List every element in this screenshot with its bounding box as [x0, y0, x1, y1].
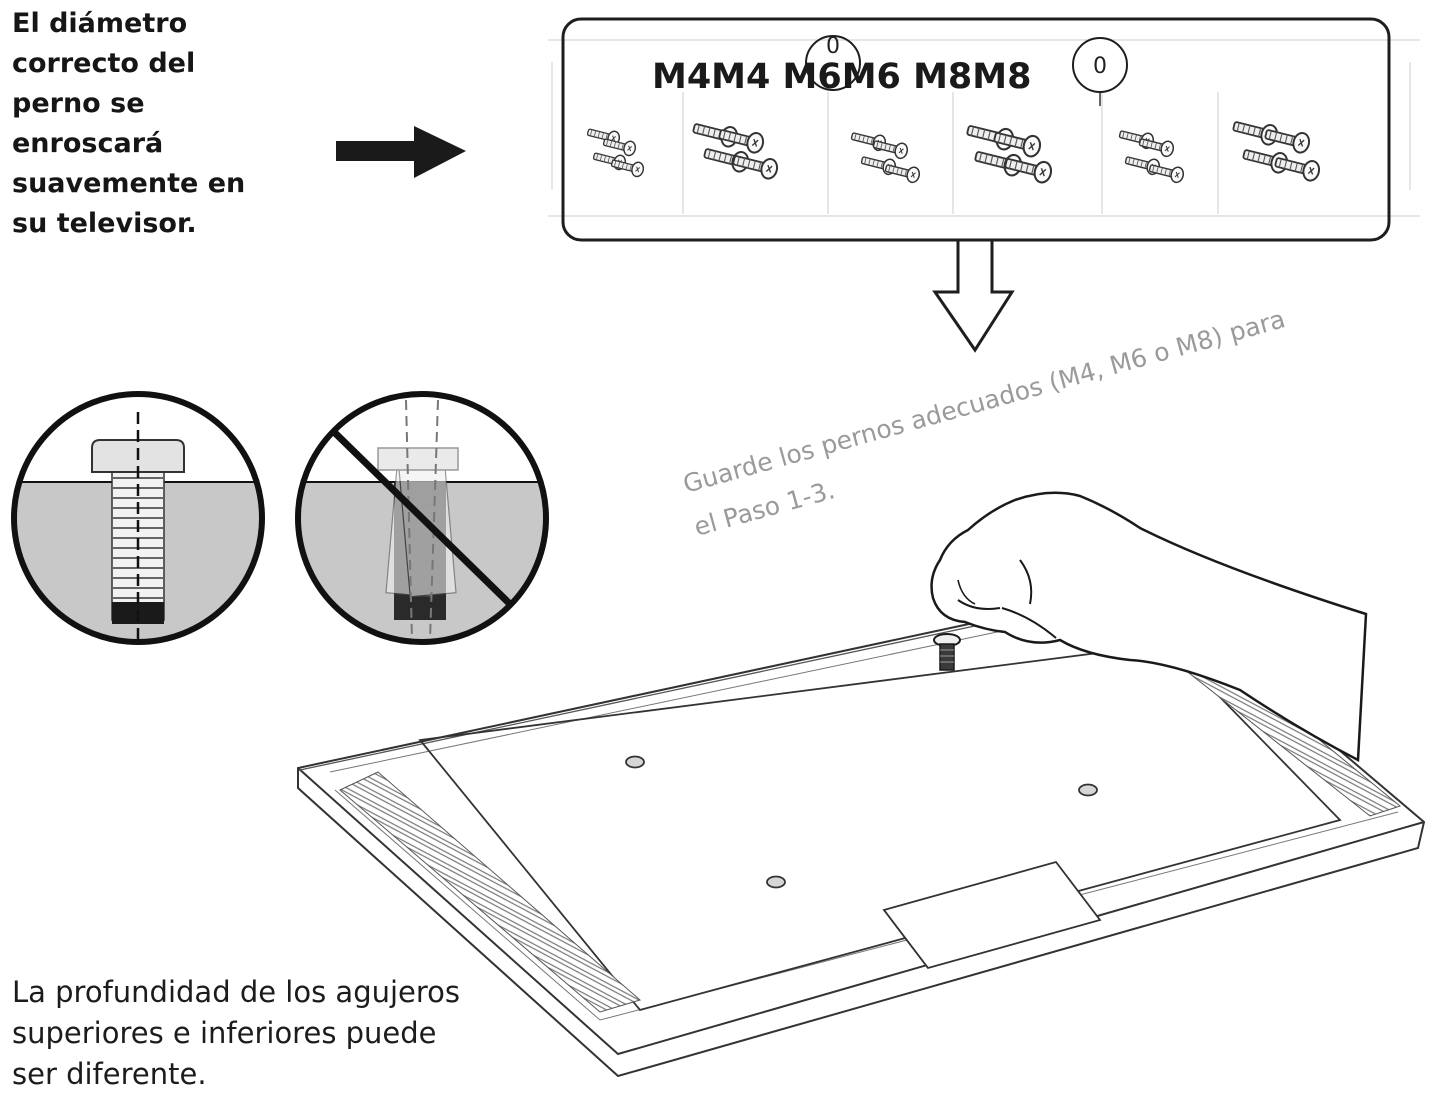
- correct-bolt-icon: [11, 391, 265, 645]
- intro-line: correcto del: [12, 48, 196, 79]
- bolt-size-labels: M4M4 M6M6 M8M8: [652, 57, 1031, 97]
- intro-line: su televisor.: [12, 208, 197, 239]
- marker-circle: [1072, 37, 1128, 93]
- marker-circle: [805, 35, 861, 91]
- bolt-group-m6-short: [849, 127, 922, 185]
- intro-line: enroscará: [12, 128, 164, 159]
- arrow-right-icon: [336, 126, 466, 178]
- arrow-down-outline-icon: [932, 238, 1015, 353]
- tv-back-panel: [297, 584, 1426, 1078]
- hand-icon: [930, 491, 1368, 762]
- bolt-in-hand-icon: [933, 633, 961, 671]
- bolt-group-m6-long: [964, 118, 1055, 186]
- bolt-group-m4-long: [690, 117, 781, 182]
- intro-line: El diámetro: [12, 8, 188, 39]
- depth-line: superiores e inferiores puede: [12, 1016, 437, 1050]
- marker-label: 0: [1093, 54, 1107, 79]
- intro-line: suavemente en: [12, 168, 246, 199]
- marker-label: 0: [826, 34, 840, 59]
- intro-line: perno se: [12, 88, 145, 119]
- depth-line: La profundidad de los agujeros: [12, 975, 461, 1009]
- intro-text: El diámetro correcto del perno se enrosc…: [12, 4, 245, 244]
- bolt-group-m8-short: [1117, 125, 1186, 185]
- prohibited-icon: [329, 427, 515, 609]
- depth-note: La profundidad de los agujeros superiore…: [12, 972, 460, 1095]
- wrong-bolt-icon: [295, 391, 549, 645]
- bolt-group-m8-long: [1230, 115, 1323, 184]
- bolt-group-m4-short: [585, 124, 646, 179]
- depth-line: ser diferente.: [12, 1057, 207, 1091]
